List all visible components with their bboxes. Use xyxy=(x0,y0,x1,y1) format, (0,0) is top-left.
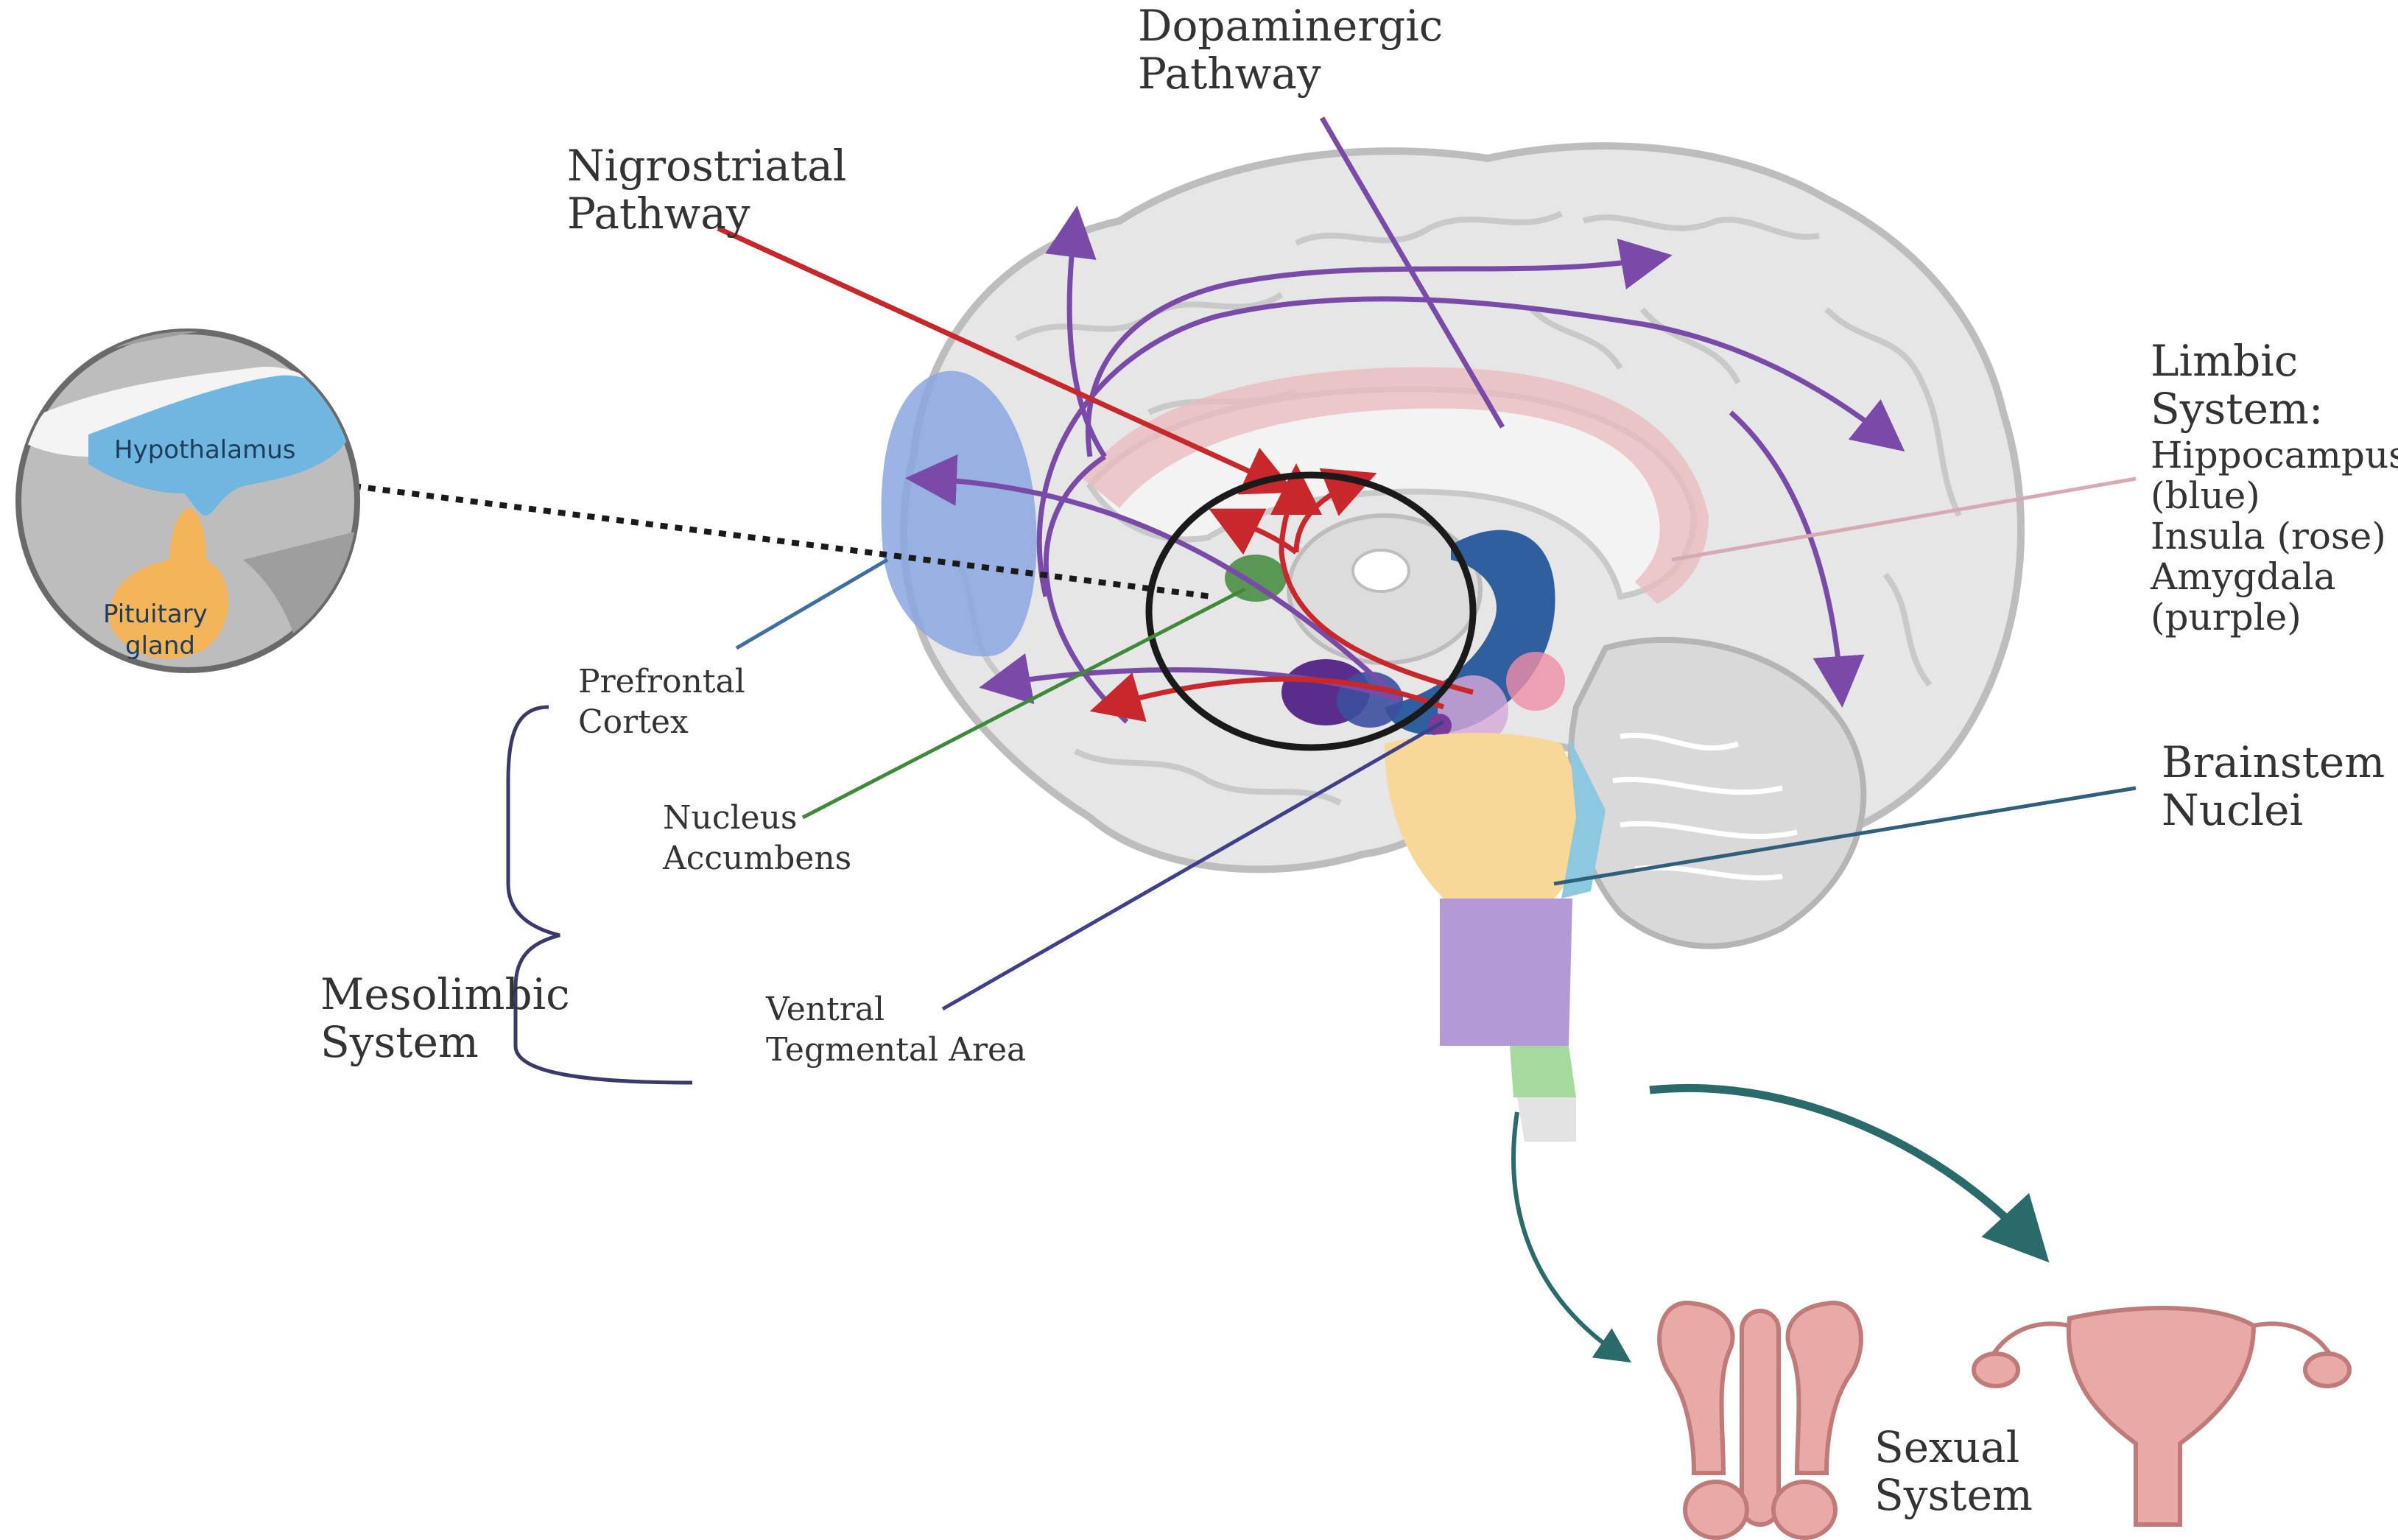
svg-text:System: System xyxy=(320,1017,479,1067)
hypothalamus-leader xyxy=(353,483,1212,600)
brainstem-leader xyxy=(1553,786,2137,886)
svg-text:Nuclei: Nuclei xyxy=(2162,785,2303,835)
pituitary-shape xyxy=(109,508,228,659)
mesolimbic-highlight-circle xyxy=(1145,471,1477,751)
nigrostriatal-arrows xyxy=(717,225,1474,722)
female-reproductive-icon xyxy=(1972,1306,2352,1527)
dopaminergic-arrows xyxy=(905,116,1905,724)
label-prefrontal-cortex: Prefrontal Cortex xyxy=(578,663,745,741)
label-nucleus-accumbens: Nucleus Accumbens xyxy=(662,799,851,877)
hypothalamus-shape xyxy=(88,375,348,516)
svg-text:Pathway: Pathway xyxy=(1138,49,1321,99)
limbic-leader xyxy=(1671,477,2137,562)
label-brainstem-nuclei: Brainstem Nuclei xyxy=(2162,737,2385,835)
sexual-system-arrows xyxy=(1511,1083,2050,1363)
svg-text:(blue): (blue) xyxy=(2151,474,2260,517)
cerebellum-folia xyxy=(1612,732,1798,881)
svg-text:Tegmental Area: Tegmental Area xyxy=(766,1031,1026,1069)
svg-text:Hippocampus: Hippocampus xyxy=(2151,434,2398,477)
svg-text:Pathway: Pathway xyxy=(567,189,750,239)
svg-text:Dopaminergic: Dopaminergic xyxy=(1138,1,1443,51)
svg-text:Limbic: Limbic xyxy=(2151,336,2298,386)
svg-text:Accumbens: Accumbens xyxy=(662,840,851,877)
mesolimbic-bracket xyxy=(506,705,693,1085)
male-reproductive-icon xyxy=(1657,1301,1863,1540)
label-limbic-system: Limbic System: Hippocampus (blue) Insula… xyxy=(2150,336,2398,639)
svg-text:(purple): (purple) xyxy=(2151,596,2302,639)
svg-text:Sexual: Sexual xyxy=(1874,1422,2019,1472)
pituitary-label-line1: Pituitary xyxy=(103,600,208,629)
pituitary-label-line2: gland xyxy=(125,631,195,661)
label-mesolimbic-system: Mesolimbic System xyxy=(320,969,570,1067)
svg-text:Ventral: Ventral xyxy=(765,991,885,1028)
svg-text:System: System xyxy=(1874,1470,2033,1520)
vta-leader xyxy=(941,720,1445,1011)
svg-text:Brainstem: Brainstem xyxy=(2162,737,2385,787)
svg-text:Nigrostriatal: Nigrostriatal xyxy=(567,141,846,191)
svg-text:System:: System: xyxy=(2151,384,2323,434)
label-dopaminergic: Dopaminergic Pathway xyxy=(1138,1,1443,99)
brain xyxy=(881,142,2025,1142)
label-ventral-tegmental-area: Ventral Tegmental Area xyxy=(765,991,1026,1069)
svg-text:Amygdala: Amygdala xyxy=(2150,555,2335,598)
svg-text:Insula (rose): Insula (rose) xyxy=(2151,515,2386,558)
prefrontal-cortex xyxy=(881,370,1037,657)
svg-text:Cortex: Cortex xyxy=(578,703,689,741)
pons xyxy=(1385,733,1591,899)
insula xyxy=(1083,367,1709,604)
spinal-cord xyxy=(1510,1046,1576,1097)
medulla xyxy=(1440,899,1572,1046)
hypothalamus-inset: Hypothalamus Pituitary gland xyxy=(15,328,360,673)
hypothalamus-label: Hypothalamus xyxy=(114,435,295,465)
label-nigrostriatal: Nigrostriatal Pathway xyxy=(567,141,846,239)
svg-text:Nucleus: Nucleus xyxy=(663,799,798,837)
label-sexual-system: Sexual System xyxy=(1874,1422,2033,1520)
nucleus-leader xyxy=(801,587,1246,820)
prefrontal-leader xyxy=(735,558,889,650)
svg-text:Prefrontal: Prefrontal xyxy=(578,663,745,700)
svg-text:Mesolimbic: Mesolimbic xyxy=(320,969,570,1019)
